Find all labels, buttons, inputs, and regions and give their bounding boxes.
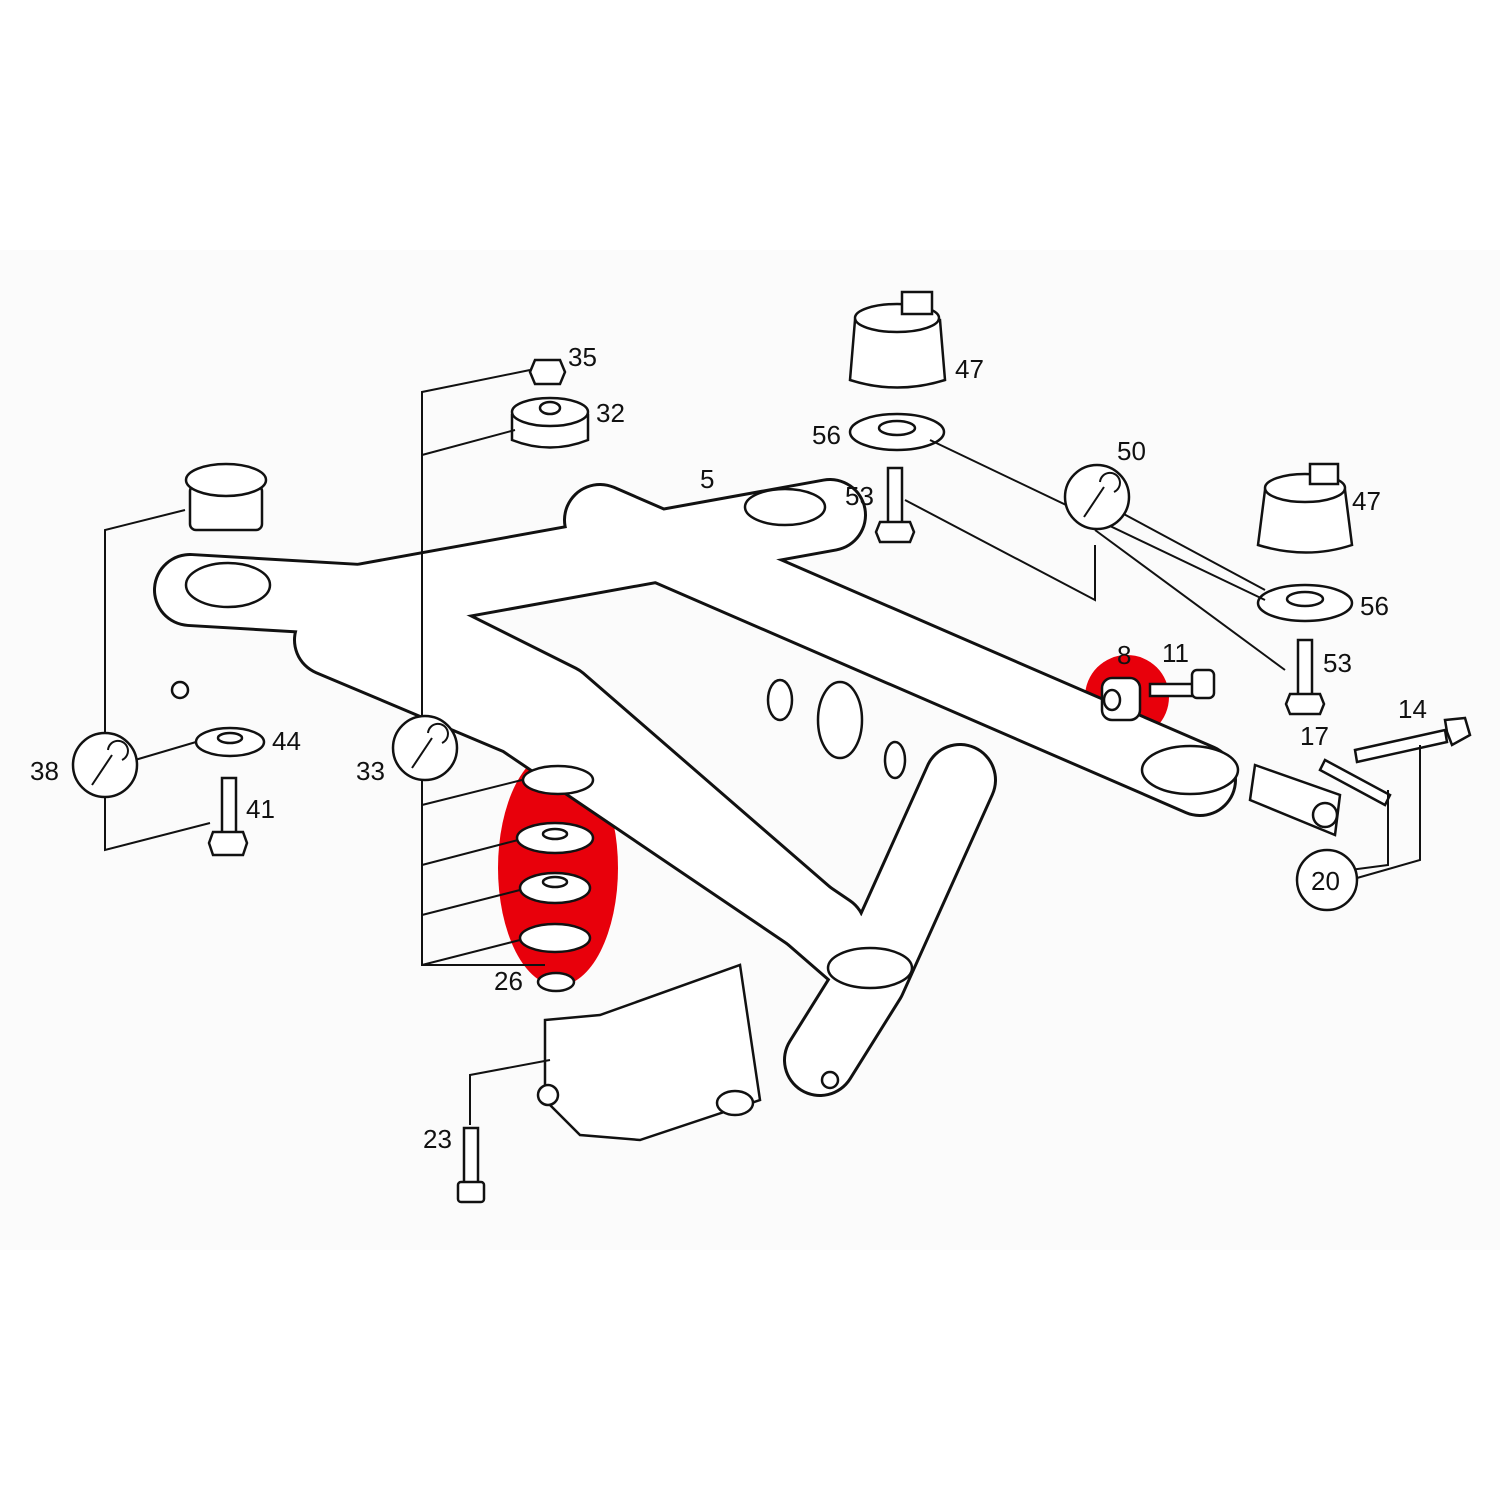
differential-housing bbox=[536, 963, 762, 1142]
label-32: 32 bbox=[596, 398, 625, 428]
part-38-bushing bbox=[184, 462, 268, 532]
part-56b-washer bbox=[1256, 583, 1354, 623]
label-35: 35 bbox=[568, 342, 597, 372]
label-44: 44 bbox=[272, 726, 301, 756]
part-11-bolt bbox=[1148, 668, 1216, 700]
label-17: 17 bbox=[1300, 721, 1329, 751]
part-32-mount bbox=[510, 396, 590, 449]
wrench-icon bbox=[391, 714, 459, 782]
label-50: 50 bbox=[1117, 436, 1146, 466]
label-11: 11 bbox=[1162, 638, 1189, 668]
rear-subframe bbox=[153, 478, 1240, 1097]
callout-circle-20 bbox=[1295, 848, 1359, 912]
label-14: 14 bbox=[1398, 694, 1427, 724]
label-20: 20 bbox=[1311, 866, 1340, 896]
label-8: 8 bbox=[1117, 640, 1131, 670]
part-14-bolt bbox=[1353, 716, 1472, 764]
label-23: 23 bbox=[423, 1124, 452, 1154]
part-44-washer bbox=[194, 726, 266, 758]
label-41: 41 bbox=[246, 794, 275, 824]
wrench-icon bbox=[1063, 463, 1131, 531]
leader-lines bbox=[104, 369, 1421, 1125]
part-47b-bushing bbox=[1256, 462, 1354, 554]
label-5: 5 bbox=[700, 464, 714, 494]
part-20-bracket bbox=[1248, 763, 1342, 837]
label-53: 53 bbox=[1323, 648, 1352, 678]
part-23-bolt bbox=[456, 1126, 486, 1204]
part-41-bolt bbox=[207, 776, 249, 857]
label-56: 56 bbox=[812, 420, 841, 450]
label-47: 47 bbox=[955, 354, 984, 384]
label-26: 26 bbox=[494, 966, 523, 996]
part-53b-bolt bbox=[1284, 638, 1326, 716]
part-47a-bushing bbox=[848, 290, 947, 389]
part-26-washers bbox=[515, 764, 595, 993]
part-17-plate bbox=[1318, 758, 1392, 807]
wrench-icon bbox=[71, 731, 139, 799]
label-53: 53 bbox=[845, 481, 874, 511]
label-47: 47 bbox=[1352, 486, 1381, 516]
label-56: 56 bbox=[1360, 591, 1389, 621]
part-8-bushing bbox=[1100, 676, 1142, 722]
part-53a-bolt bbox=[874, 466, 916, 544]
part-35-nut bbox=[528, 358, 567, 386]
part-56a-washer bbox=[848, 412, 946, 452]
label-33: 33 bbox=[356, 756, 385, 786]
label-38: 38 bbox=[30, 756, 59, 786]
